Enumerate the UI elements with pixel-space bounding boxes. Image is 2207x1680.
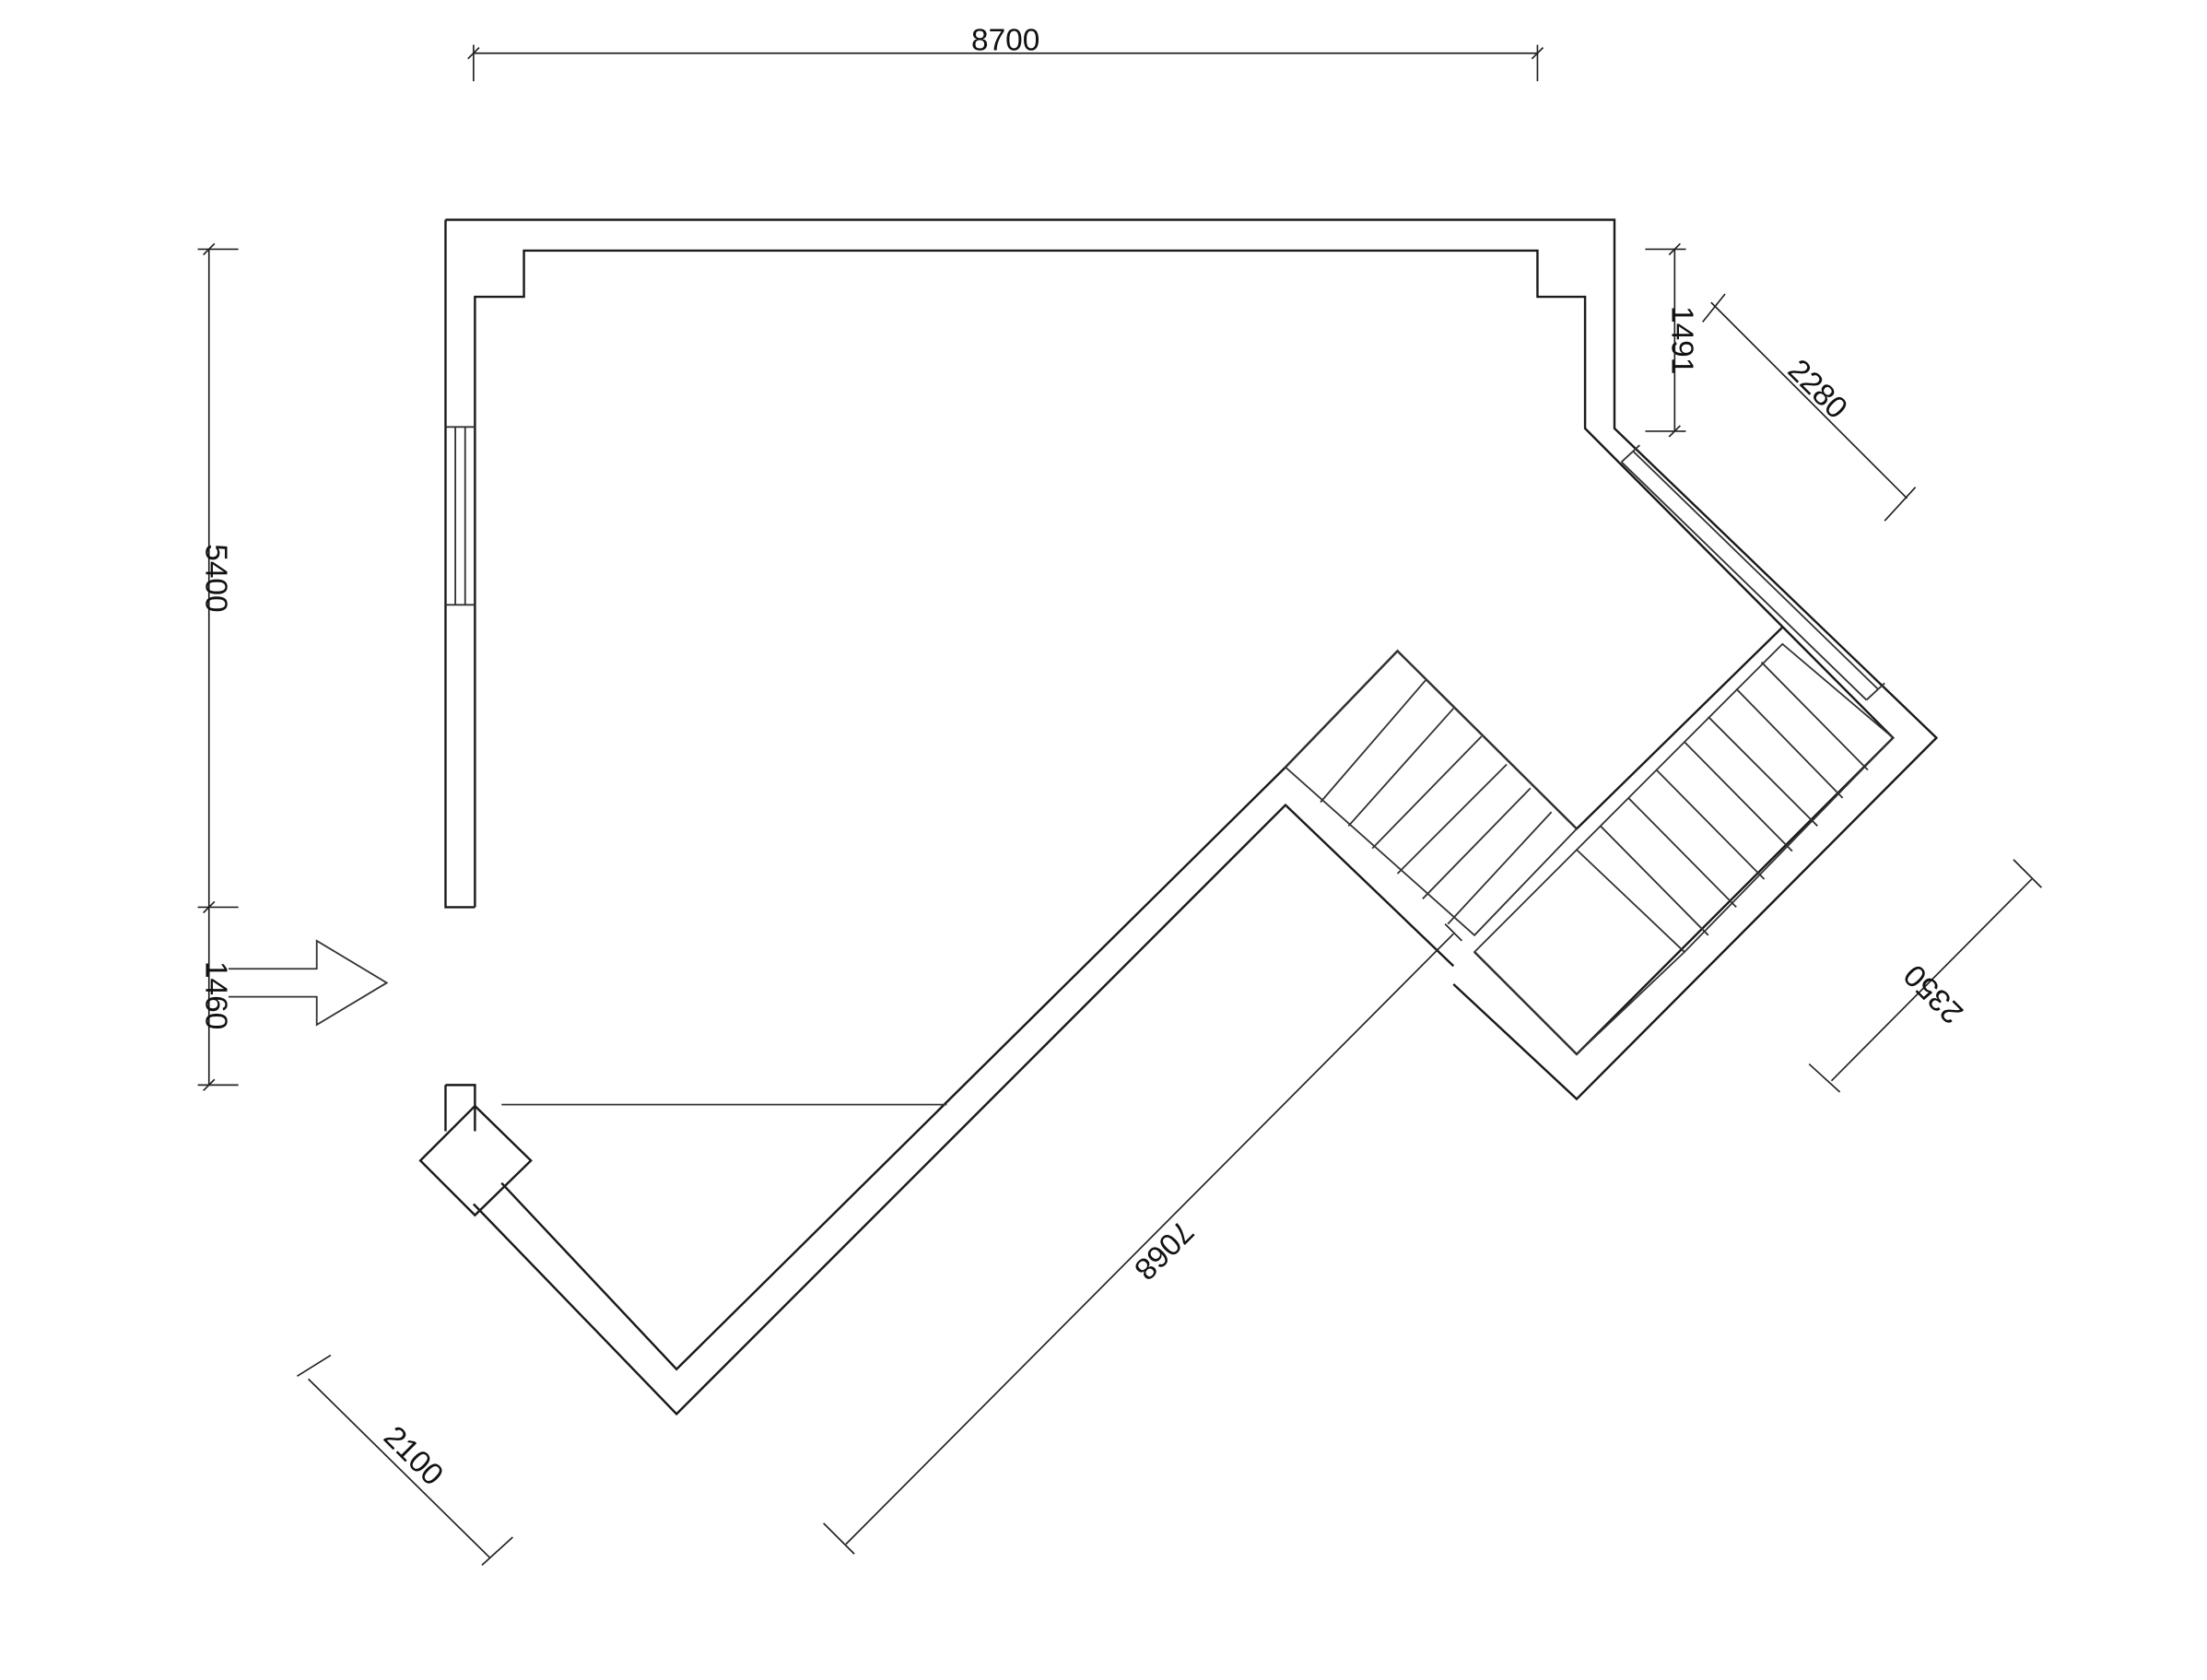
stair-flight-left bbox=[1284, 650, 1579, 937]
dim-line-entry bbox=[197, 907, 239, 1087]
window-right-diagonal bbox=[1620, 444, 1885, 701]
dim-line-top bbox=[473, 44, 1539, 82]
dim-label-left-height: 5400 bbox=[199, 544, 233, 612]
dim-label-top-width: 8700 bbox=[971, 24, 1039, 58]
dimension-labels: 8700 5400 1460 1491 2280 2350 2100 7068 bbox=[199, 24, 1970, 1493]
window-left bbox=[445, 426, 475, 606]
dim-tick bbox=[1668, 242, 1681, 438]
stairs bbox=[1284, 642, 1895, 1056]
dim-label-entry-opening: 1460 bbox=[199, 961, 233, 1029]
stair-flight-right bbox=[1576, 642, 1895, 953]
entry-arrow-icon bbox=[229, 939, 389, 1027]
dim-label-bottom-right: 2350 bbox=[1897, 957, 1970, 1030]
dim-line-right-diagonal bbox=[1702, 293, 1917, 522]
stair-treads-left bbox=[1320, 679, 1553, 925]
dim-label-right-diagonal: 2280 bbox=[1781, 353, 1854, 426]
outer-wall-left bbox=[444, 219, 475, 909]
column-square bbox=[418, 1104, 533, 1217]
dim-line-bottom-right bbox=[1808, 859, 2042, 1093]
dimension-lines bbox=[197, 44, 2042, 1567]
dim-line-bottom-left bbox=[297, 1354, 513, 1567]
outer-wall-bottom-diagonal bbox=[473, 803, 1455, 1416]
dim-tick bbox=[203, 1078, 216, 1092]
dim-label-right-short: 1491 bbox=[1664, 306, 1698, 374]
outer-wall-top bbox=[445, 218, 1939, 1101]
dim-line-left bbox=[197, 248, 239, 909]
dim-tick bbox=[467, 47, 1544, 60]
dim-line-right-short bbox=[1645, 248, 1686, 432]
dim-line-long-diagonal bbox=[823, 923, 1462, 1555]
inner-wall-top bbox=[474, 249, 1896, 1056]
dim-label-long-diagonal: 7068 bbox=[1127, 1214, 1200, 1286]
windows bbox=[445, 426, 1885, 701]
stair-treads-right bbox=[1600, 661, 1869, 936]
wall-stub-lower-left bbox=[445, 1084, 476, 1132]
